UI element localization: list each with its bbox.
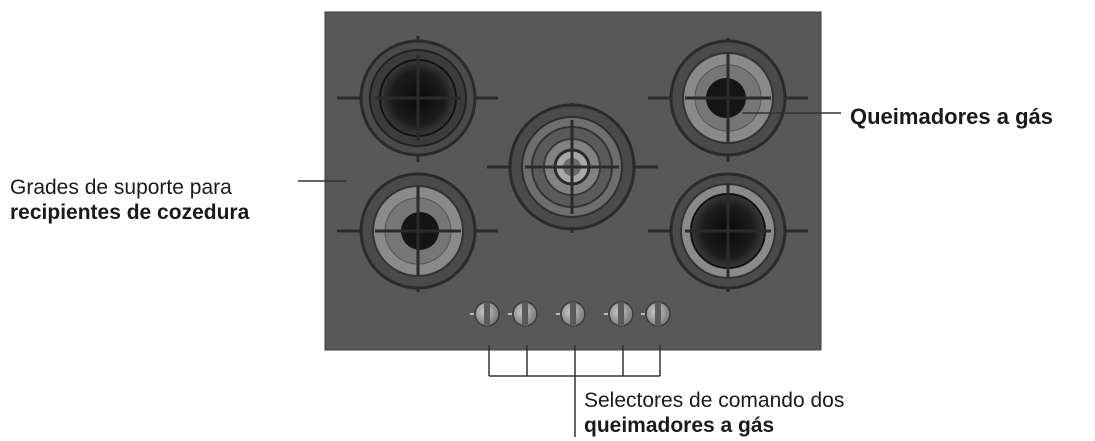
knob-4[interactable] bbox=[604, 301, 634, 327]
knob-2[interactable] bbox=[508, 301, 538, 327]
burner-top-left bbox=[337, 36, 498, 162]
label-selectores-line2: queimadores a gás bbox=[584, 413, 844, 438]
leader-lines bbox=[298, 112, 841, 437]
label-grades-line2: recipientes de cozedura bbox=[10, 200, 249, 225]
burner-center-wok bbox=[487, 103, 658, 233]
label-selectores-line1: Selectores de comando dos bbox=[584, 389, 845, 412]
knob-3[interactable] bbox=[556, 301, 586, 327]
burner-bottom-right bbox=[648, 172, 808, 292]
knob-5[interactable] bbox=[641, 301, 671, 327]
label-grades-line1: Grades de suporte para bbox=[10, 176, 232, 199]
label-queimadores: Queimadores a gás bbox=[850, 104, 1053, 129]
knob-1[interactable] bbox=[470, 301, 500, 327]
label-grades-suporte: Grades de suporte para recipientes de co… bbox=[10, 175, 249, 225]
burner-bottom-left bbox=[337, 172, 498, 292]
control-knobs bbox=[470, 301, 671, 327]
label-selectores-bold: queimadores a gás bbox=[584, 414, 775, 437]
label-selectores: Selectores de comando dos queimadores a … bbox=[584, 388, 844, 438]
leader-selectores bbox=[488, 345, 661, 437]
label-grades-bold: recipientes de cozedura bbox=[10, 201, 250, 224]
burner-top-right bbox=[648, 38, 808, 162]
